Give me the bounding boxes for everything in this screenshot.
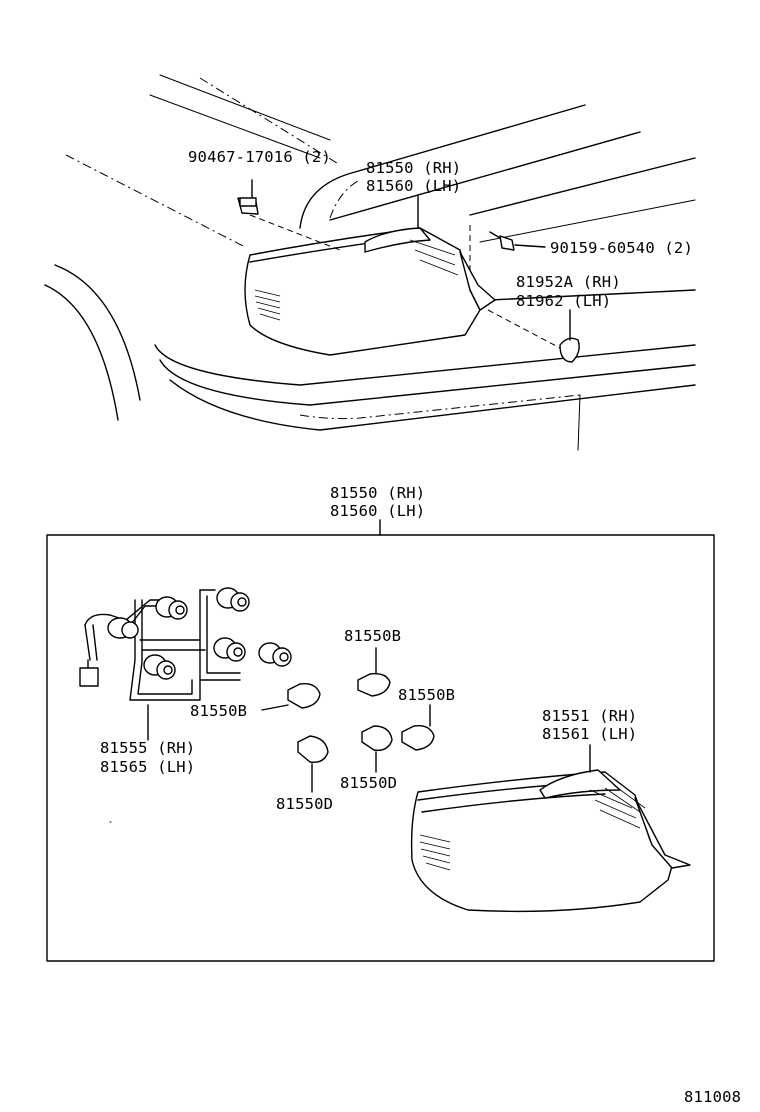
label-cover-rh: 81952A (RH) xyxy=(516,273,621,291)
socket-4 xyxy=(213,637,246,662)
bulb-b-left-icon xyxy=(261,683,321,711)
label-bulb-b-upper: 81550B xyxy=(344,627,401,645)
socket-2 xyxy=(155,596,188,620)
label-assy-rh: 81550 (RH) xyxy=(330,484,425,502)
label-socket-lh: 81565 (LH) xyxy=(100,758,195,776)
socket-5 xyxy=(258,642,292,667)
screw-icon xyxy=(469,225,546,275)
socket-harness-icon xyxy=(79,587,292,701)
label-bolt: 90467-17016 (2) xyxy=(188,148,331,166)
label-lens-lh: 81561 (LH) xyxy=(542,725,637,743)
figure-number: 811008 xyxy=(684,1088,741,1106)
label-bulb-d-mid: 81550D xyxy=(340,774,397,792)
socket-3 xyxy=(216,587,250,612)
label-socket-rh: 81555 (RH) xyxy=(100,739,195,757)
bulb-b-right-icon xyxy=(401,704,435,751)
label-lamp-lh-top: 81560 (LH) xyxy=(366,177,461,195)
lens-hatching xyxy=(419,785,646,871)
socket-1 xyxy=(107,617,139,639)
bulb-d-left-icon xyxy=(297,735,329,793)
bolt-icon xyxy=(237,179,341,251)
vehicle-body-outline xyxy=(44,74,696,451)
bulb-b-upper-icon xyxy=(357,647,391,697)
lamp-hatching-top xyxy=(254,239,459,321)
lens-unit-icon xyxy=(410,744,691,913)
label-assy-lh: 81560 (LH) xyxy=(330,502,425,520)
label-cover-lh: 81962 (LH) xyxy=(516,292,611,310)
label-bulb-d-left: 81550D xyxy=(276,795,333,813)
socket-6 xyxy=(143,654,176,680)
label-bulb-b-left: 81550B xyxy=(190,702,247,720)
assembly-box xyxy=(46,534,715,962)
label-lamp-rh-top: 81550 (RH) xyxy=(366,159,461,177)
label-lens-rh: 81551 (RH) xyxy=(542,707,637,725)
label-screw: 90159-60540 (2) xyxy=(550,239,693,257)
label-bulb-b-right: 81550B xyxy=(398,686,455,704)
bulb-d-mid-icon xyxy=(361,725,393,773)
cover-cap-icon xyxy=(487,309,580,363)
tail-lamp-installed xyxy=(244,227,496,356)
